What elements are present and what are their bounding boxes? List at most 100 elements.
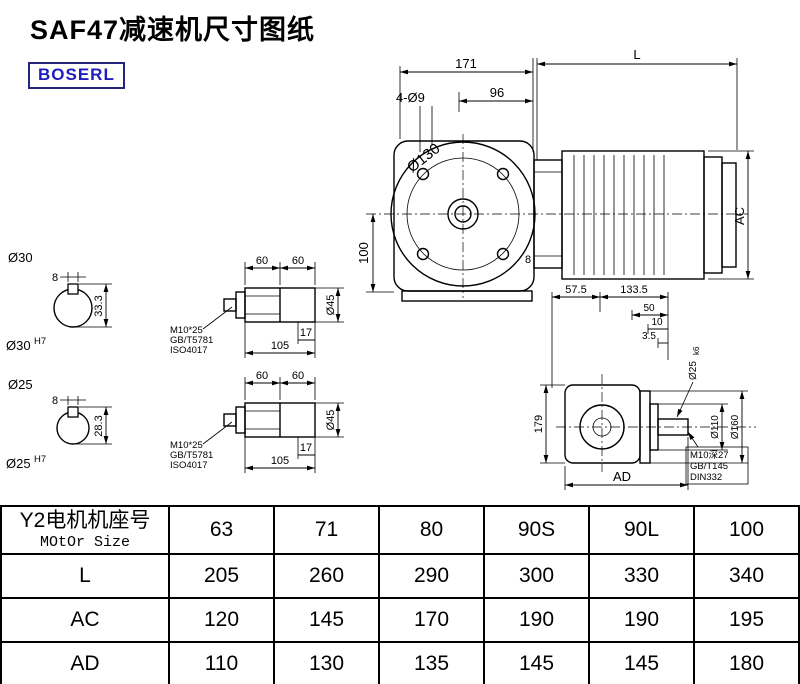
table-cell: 120 <box>168 597 275 643</box>
table-cell: 71 <box>273 505 380 555</box>
key-width-dim <box>60 272 86 282</box>
d130-label: Ø130 <box>404 140 443 176</box>
dim-17-label: 17 <box>300 327 312 339</box>
motor-adapter-steps <box>534 171 562 257</box>
key-height-label: 33.3 <box>93 295 105 316</box>
bolt-note-line1: M10*25 <box>170 325 203 336</box>
tap-note-line1: M10深27 <box>690 450 729 461</box>
dim-60-label: 60 <box>256 370 268 382</box>
bolt-note-line3: ISO4017 <box>170 460 208 471</box>
d25-label: Ø25 <box>8 377 33 392</box>
fit-sup-label: H7 <box>34 454 46 465</box>
shaft-bore-circle <box>53 288 93 328</box>
dim-60-label: 60 <box>256 255 268 267</box>
table-cell: 340 <box>693 553 800 599</box>
table-cell: 145 <box>588 641 695 684</box>
ext-line <box>399 58 534 152</box>
ext-line <box>658 403 728 451</box>
fit-label: Ø30 <box>6 338 31 353</box>
dim-100-label: 100 <box>356 242 371 264</box>
dim-3-5-label: 3.5 <box>642 331 656 342</box>
motor-body <box>561 150 705 280</box>
leader-line <box>676 381 694 418</box>
row-label-AD: AD <box>0 641 170 684</box>
output-shaft-view-2: 60 60 17 105 Ø45 M10*25 GB/T5781 ISO4017 <box>170 370 344 473</box>
shaft-tol-label: k6 <box>692 346 701 355</box>
table-cell: 130 <box>273 641 380 684</box>
table-cell: 330 <box>588 553 695 599</box>
table-cell: 135 <box>378 641 485 684</box>
housing-profile <box>564 384 641 464</box>
dim-17-label: 17 <box>300 442 312 454</box>
bore-lines <box>245 295 280 315</box>
dim-L-label: L <box>633 47 640 62</box>
table-cell: 300 <box>483 553 590 599</box>
table-cell: 80 <box>378 505 485 555</box>
bolt-hole <box>416 167 430 181</box>
washer <box>235 291 246 319</box>
dim-105-label: 105 <box>271 340 289 352</box>
side-view: 57.5 133.5 50 10 3.5 Ø25 k6 Ø110 Ø160 17… <box>533 284 756 490</box>
row-label-L: L <box>0 553 170 599</box>
bolt-hole <box>416 247 430 261</box>
base-foot <box>401 290 533 302</box>
keyway <box>67 406 79 418</box>
brand-logo-text: BOSERL <box>38 65 115 84</box>
table-cell: 63 <box>168 505 275 555</box>
table-corner-cell: Y2电机机座号 MOtOr Size <box>0 505 170 555</box>
retaining-bolt <box>223 298 237 312</box>
fit-label: Ø25 <box>6 456 31 471</box>
dim-179-label: 179 <box>533 415 545 433</box>
washer <box>235 406 246 434</box>
page-title: SAF47减速机尺寸图纸 <box>30 15 316 45</box>
dim-d160-label: Ø160 <box>730 414 741 439</box>
key-height-label: 28.3 <box>93 415 105 436</box>
table-cell: 110 <box>168 641 275 684</box>
fit-sup-label: H7 <box>34 336 46 347</box>
bolt-note-line1: M10*25 <box>170 440 203 451</box>
fan-cover <box>721 162 737 268</box>
dim-AD-label: AD <box>613 469 631 484</box>
motor-frame-label-cn: Y2电机机座号 <box>19 508 151 532</box>
dim-133-5-label: 133.5 <box>620 284 648 296</box>
output-bore <box>579 404 625 450</box>
dim-171-label: 171 <box>455 56 477 71</box>
tap-note-line3: DIN332 <box>690 472 722 483</box>
output-shaft-view-1: 60 60 17 105 Ø45 M10*25 GB/T5781 ISO4017 <box>170 255 344 358</box>
d30-label: Ø30 <box>8 250 33 265</box>
motor-fins <box>573 155 665 275</box>
table-row: AC 120 145 170 190 190 195 <box>0 597 800 643</box>
table-cell: 180 <box>693 641 800 684</box>
retaining-bolt <box>223 413 237 427</box>
input-shaft <box>657 418 689 436</box>
table-row: AD 110 130 135 145 145 180 <box>0 641 800 684</box>
table-row: L 205 260 290 300 330 340 <box>0 553 800 599</box>
dim-d45-label: Ø45 <box>325 295 337 316</box>
ext-line <box>536 58 738 160</box>
shaft-dia-label: Ø25 <box>688 361 699 380</box>
leader-line <box>202 421 233 445</box>
bolt-note-line2: GB/T5781 <box>170 335 213 346</box>
dim-d45-label: Ø45 <box>325 410 337 431</box>
bolt-hole <box>496 247 510 261</box>
table-cell: 190 <box>483 597 590 643</box>
dim-8-label: 8 <box>525 254 531 266</box>
table-cell: 145 <box>483 641 590 684</box>
dim-AC-label: AC <box>732 207 747 225</box>
table-cell: 260 <box>273 553 380 599</box>
table-cell: 90S <box>483 505 590 555</box>
table-cell: 145 <box>273 597 380 643</box>
bolt-hole <box>496 167 510 181</box>
leader-line <box>419 106 433 152</box>
brand-logo: BOSERL <box>28 62 125 89</box>
bolt-note-line2: GB/T5781 <box>170 450 213 461</box>
technical-drawing: 171 L 96 4-Ø9 Ø130 100 AC 8 <box>6 47 756 490</box>
note-box <box>685 446 749 485</box>
table-cell: 170 <box>378 597 485 643</box>
key-width-label: 8 <box>52 272 58 284</box>
dim-d110-label: Ø110 <box>710 415 721 439</box>
dim-96-label: 96 <box>490 85 504 100</box>
bore-lines <box>245 410 280 430</box>
dim-50-label: 50 <box>643 303 655 314</box>
